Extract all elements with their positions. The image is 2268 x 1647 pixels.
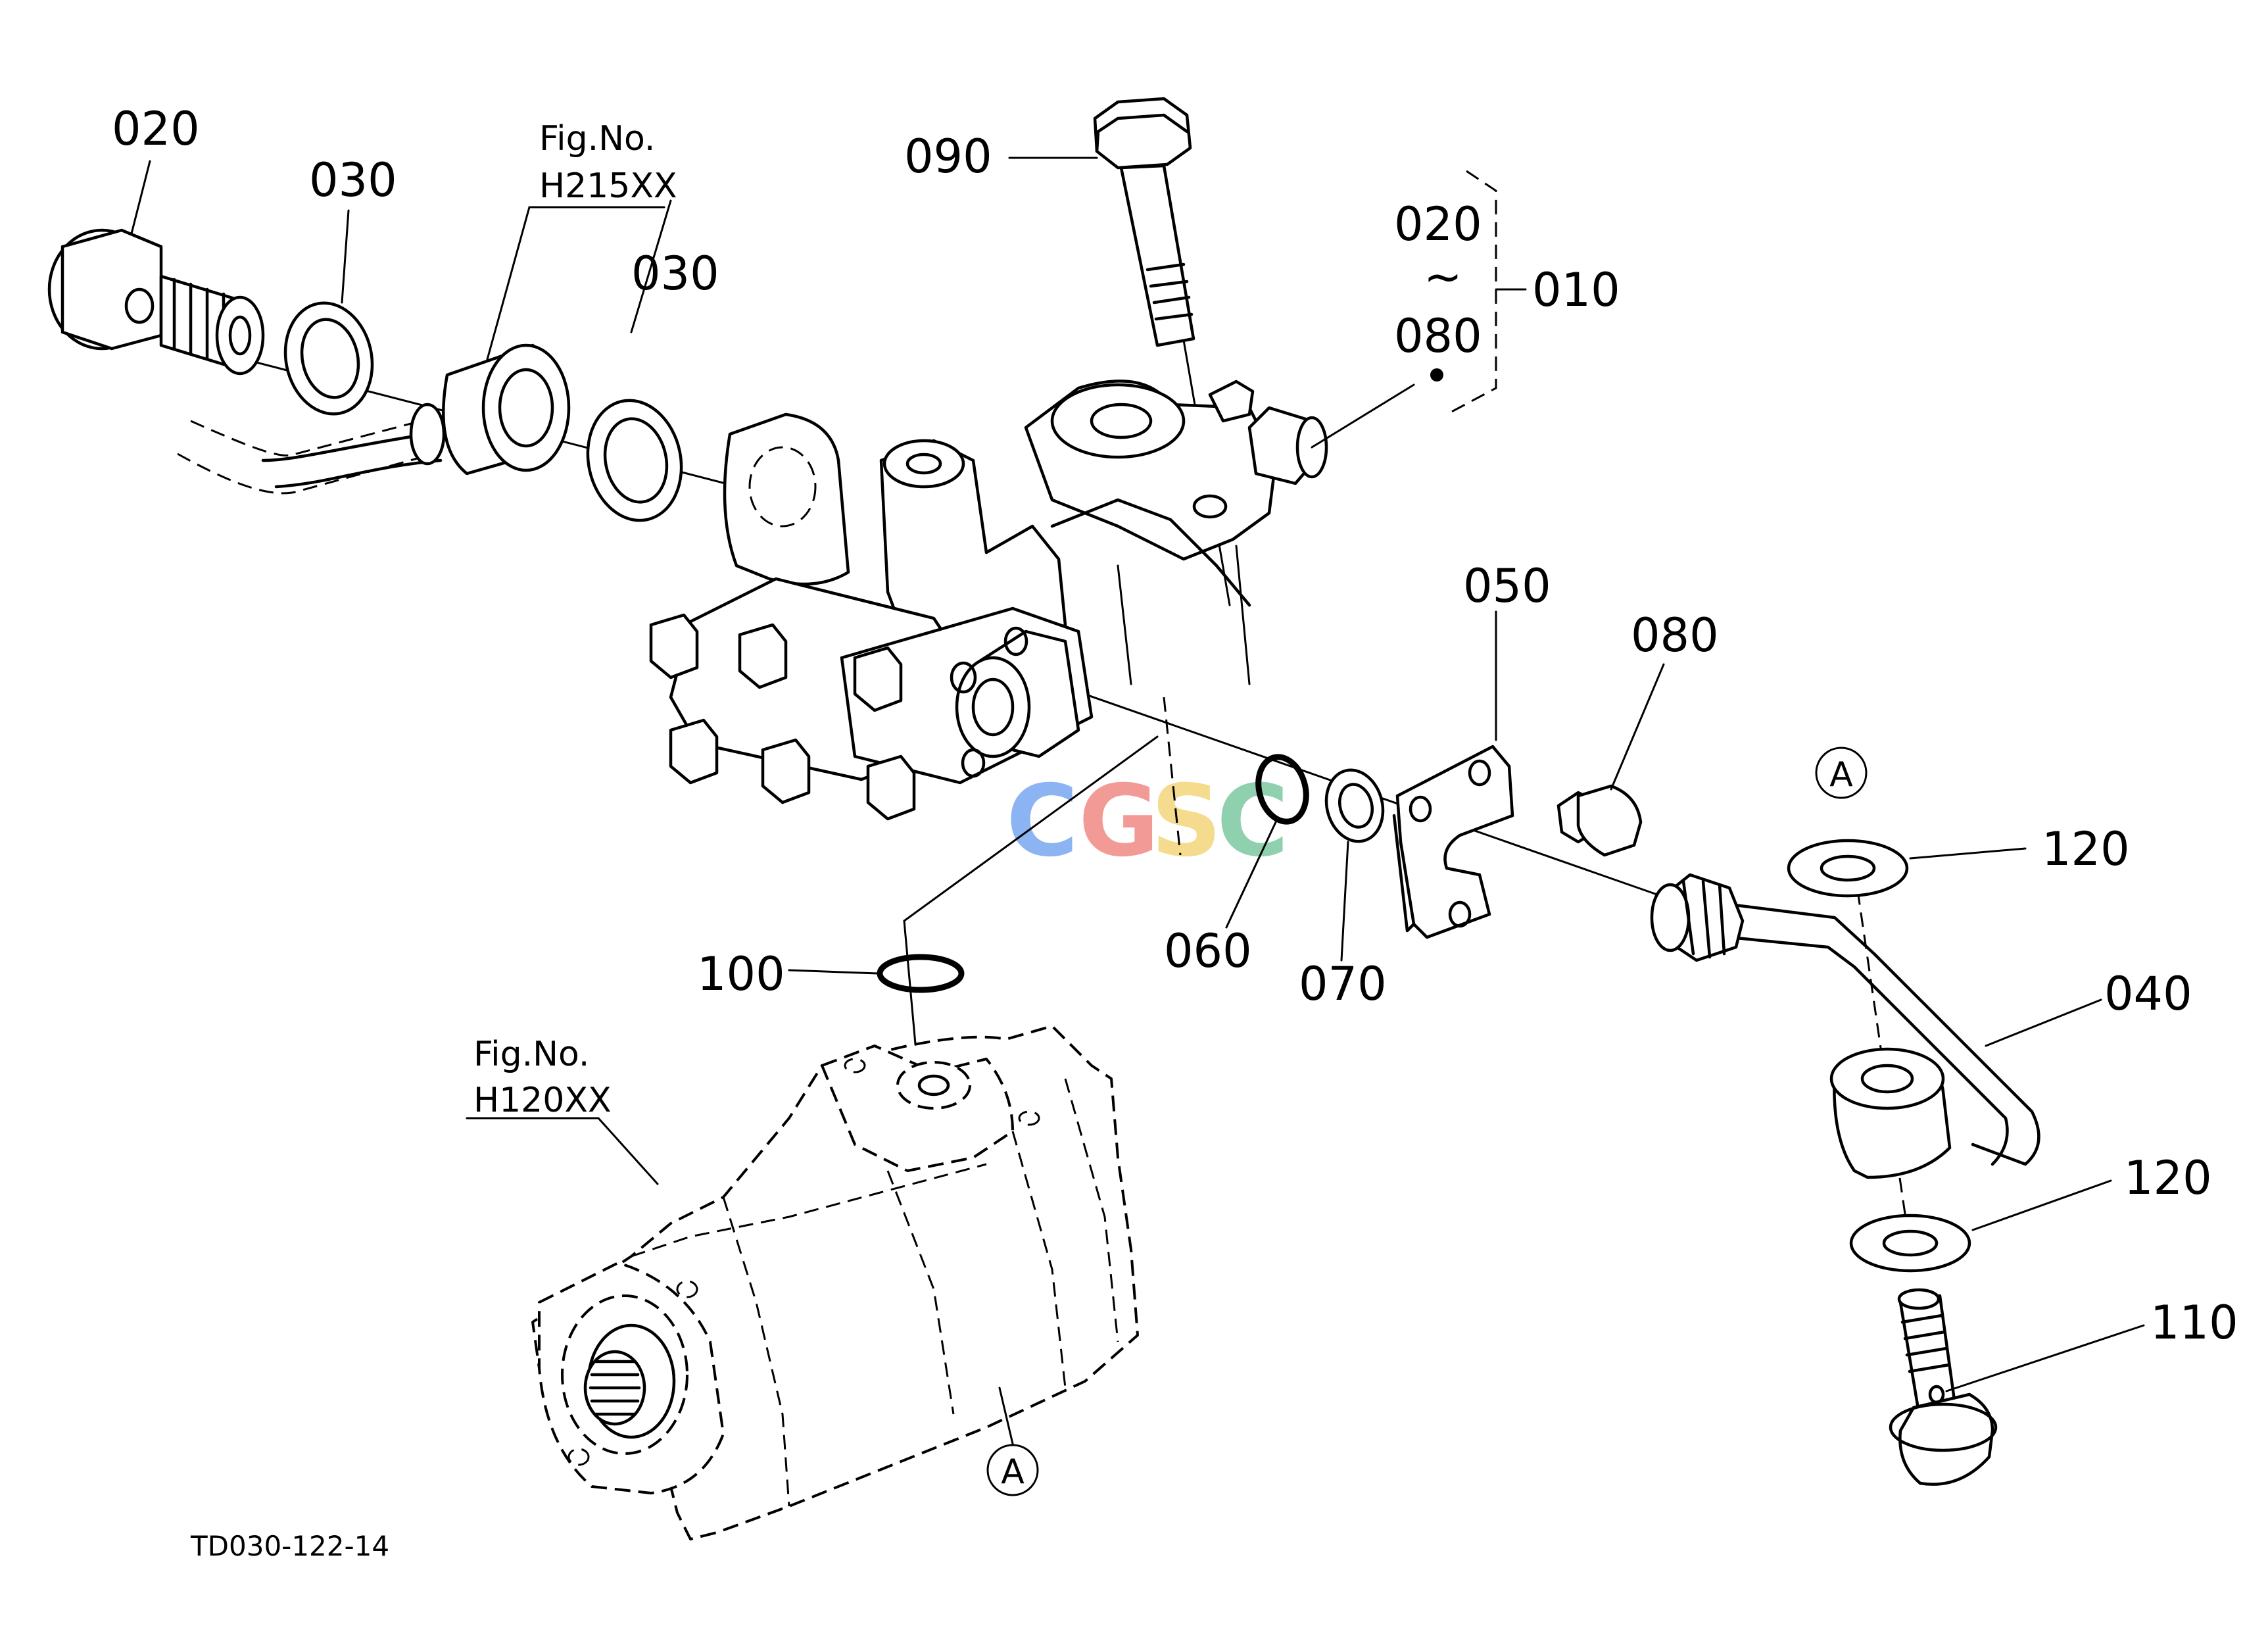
ref-circle-bottom	[986, 1444, 1039, 1496]
part-110-banjo-bolt	[1889, 1288, 1998, 1486]
callout-010: 010	[1532, 263, 1620, 317]
fig-ref-label-2: Fig.No.	[473, 1035, 589, 1074]
leader-110	[1945, 1324, 2145, 1392]
watermark: C G S C	[1006, 764, 1289, 879]
callout-030-a: 030	[309, 153, 397, 207]
leader-dot-080	[1430, 368, 1443, 381]
callout-050: 050	[1463, 559, 1551, 613]
callout-120-b: 120	[2124, 1151, 2212, 1205]
part-090-bolt	[1093, 97, 1195, 347]
diagram-code: TD030-122-14	[190, 1530, 389, 1562]
reference-marker-a-top: A	[1815, 747, 1868, 799]
axis-hidden-drop	[1163, 697, 1182, 856]
leader-040	[1985, 998, 2102, 1047]
figure-reference-h120xx: Fig.No. H120XX	[473, 1035, 612, 1120]
axis-port-line	[998, 663, 1658, 896]
callout-labels: 020 030 030 090 020 ~ 080 010 050 080 06…	[112, 102, 2238, 1350]
fig-ref-number-2: H120XX	[473, 1081, 612, 1120]
leader-ref-a-bottom	[998, 1387, 1014, 1445]
ref-circle-top	[1815, 747, 1868, 799]
leader-lines	[130, 157, 2145, 1445]
leader-080	[1610, 663, 1665, 791]
fig-ref-number-1: H215XX	[539, 166, 677, 206]
ref-letter-bottom: A	[1001, 1452, 1025, 1492]
reference-marker-a-bottom: A	[986, 1444, 1039, 1496]
part-080-plug	[1556, 784, 1643, 857]
pump-h120xx	[531, 1025, 1139, 1540]
leader-120-a	[1909, 847, 2027, 860]
leader-080-range	[1311, 383, 1415, 449]
callout-tilde: ~	[1424, 250, 1462, 304]
callout-080-range: 080	[1394, 309, 1482, 363]
flange-bolt-heads	[649, 613, 916, 821]
ref-letter-top: A	[1829, 755, 1853, 795]
part-120-washer-bottom	[1849, 1214, 1971, 1273]
watermark-letter-g: G	[1078, 764, 1159, 879]
leader-030-a	[341, 209, 350, 304]
part-060-o-ring	[1255, 754, 1309, 825]
callout-100: 100	[697, 947, 785, 1001]
part-120-washer-top	[1787, 839, 1909, 898]
leader-030-b	[630, 199, 672, 333]
fig-ref-label-1: Fig.No.	[539, 119, 655, 159]
leader-020-top	[130, 160, 151, 235]
callout-070: 070	[1299, 957, 1387, 1011]
part-030-washer-a	[283, 301, 374, 416]
part-070-washer	[1324, 768, 1385, 843]
leader-060	[1225, 821, 1277, 929]
callout-030-b: 030	[631, 247, 719, 301]
part-010-valve-assembly	[649, 380, 1328, 821]
leader-120-b	[1971, 1179, 2112, 1231]
callout-060: 060	[1164, 924, 1252, 978]
axis-oring-drop	[903, 920, 919, 1067]
leader-070	[1340, 841, 1349, 962]
callout-040: 040	[2104, 967, 2192, 1021]
part-030-washer-b	[586, 399, 683, 522]
figure-reference-h215xx: Fig.No. H215XX	[539, 119, 677, 206]
axis-oring-line	[903, 735, 1159, 922]
leader-fig-h120xx	[466, 1117, 659, 1185]
watermark-letter-s: S	[1151, 764, 1222, 879]
callout-090: 090	[904, 130, 992, 184]
callout-110: 110	[2150, 1296, 2238, 1350]
callout-020-range: 020	[1394, 197, 1482, 251]
banjo-fitting-h215xx	[177, 343, 571, 495]
callout-020-top: 020	[112, 102, 200, 156]
part-050-plate	[1392, 745, 1514, 939]
leader-fig-h215xx	[485, 206, 665, 363]
callout-120-a: 120	[2042, 822, 2130, 876]
callout-080: 080	[1631, 608, 1719, 662]
part-040-pipe	[1650, 873, 2040, 1179]
leader-100	[788, 969, 879, 975]
part-100-o-ring	[877, 954, 965, 993]
part-020-banjo-bolt	[47, 228, 265, 376]
